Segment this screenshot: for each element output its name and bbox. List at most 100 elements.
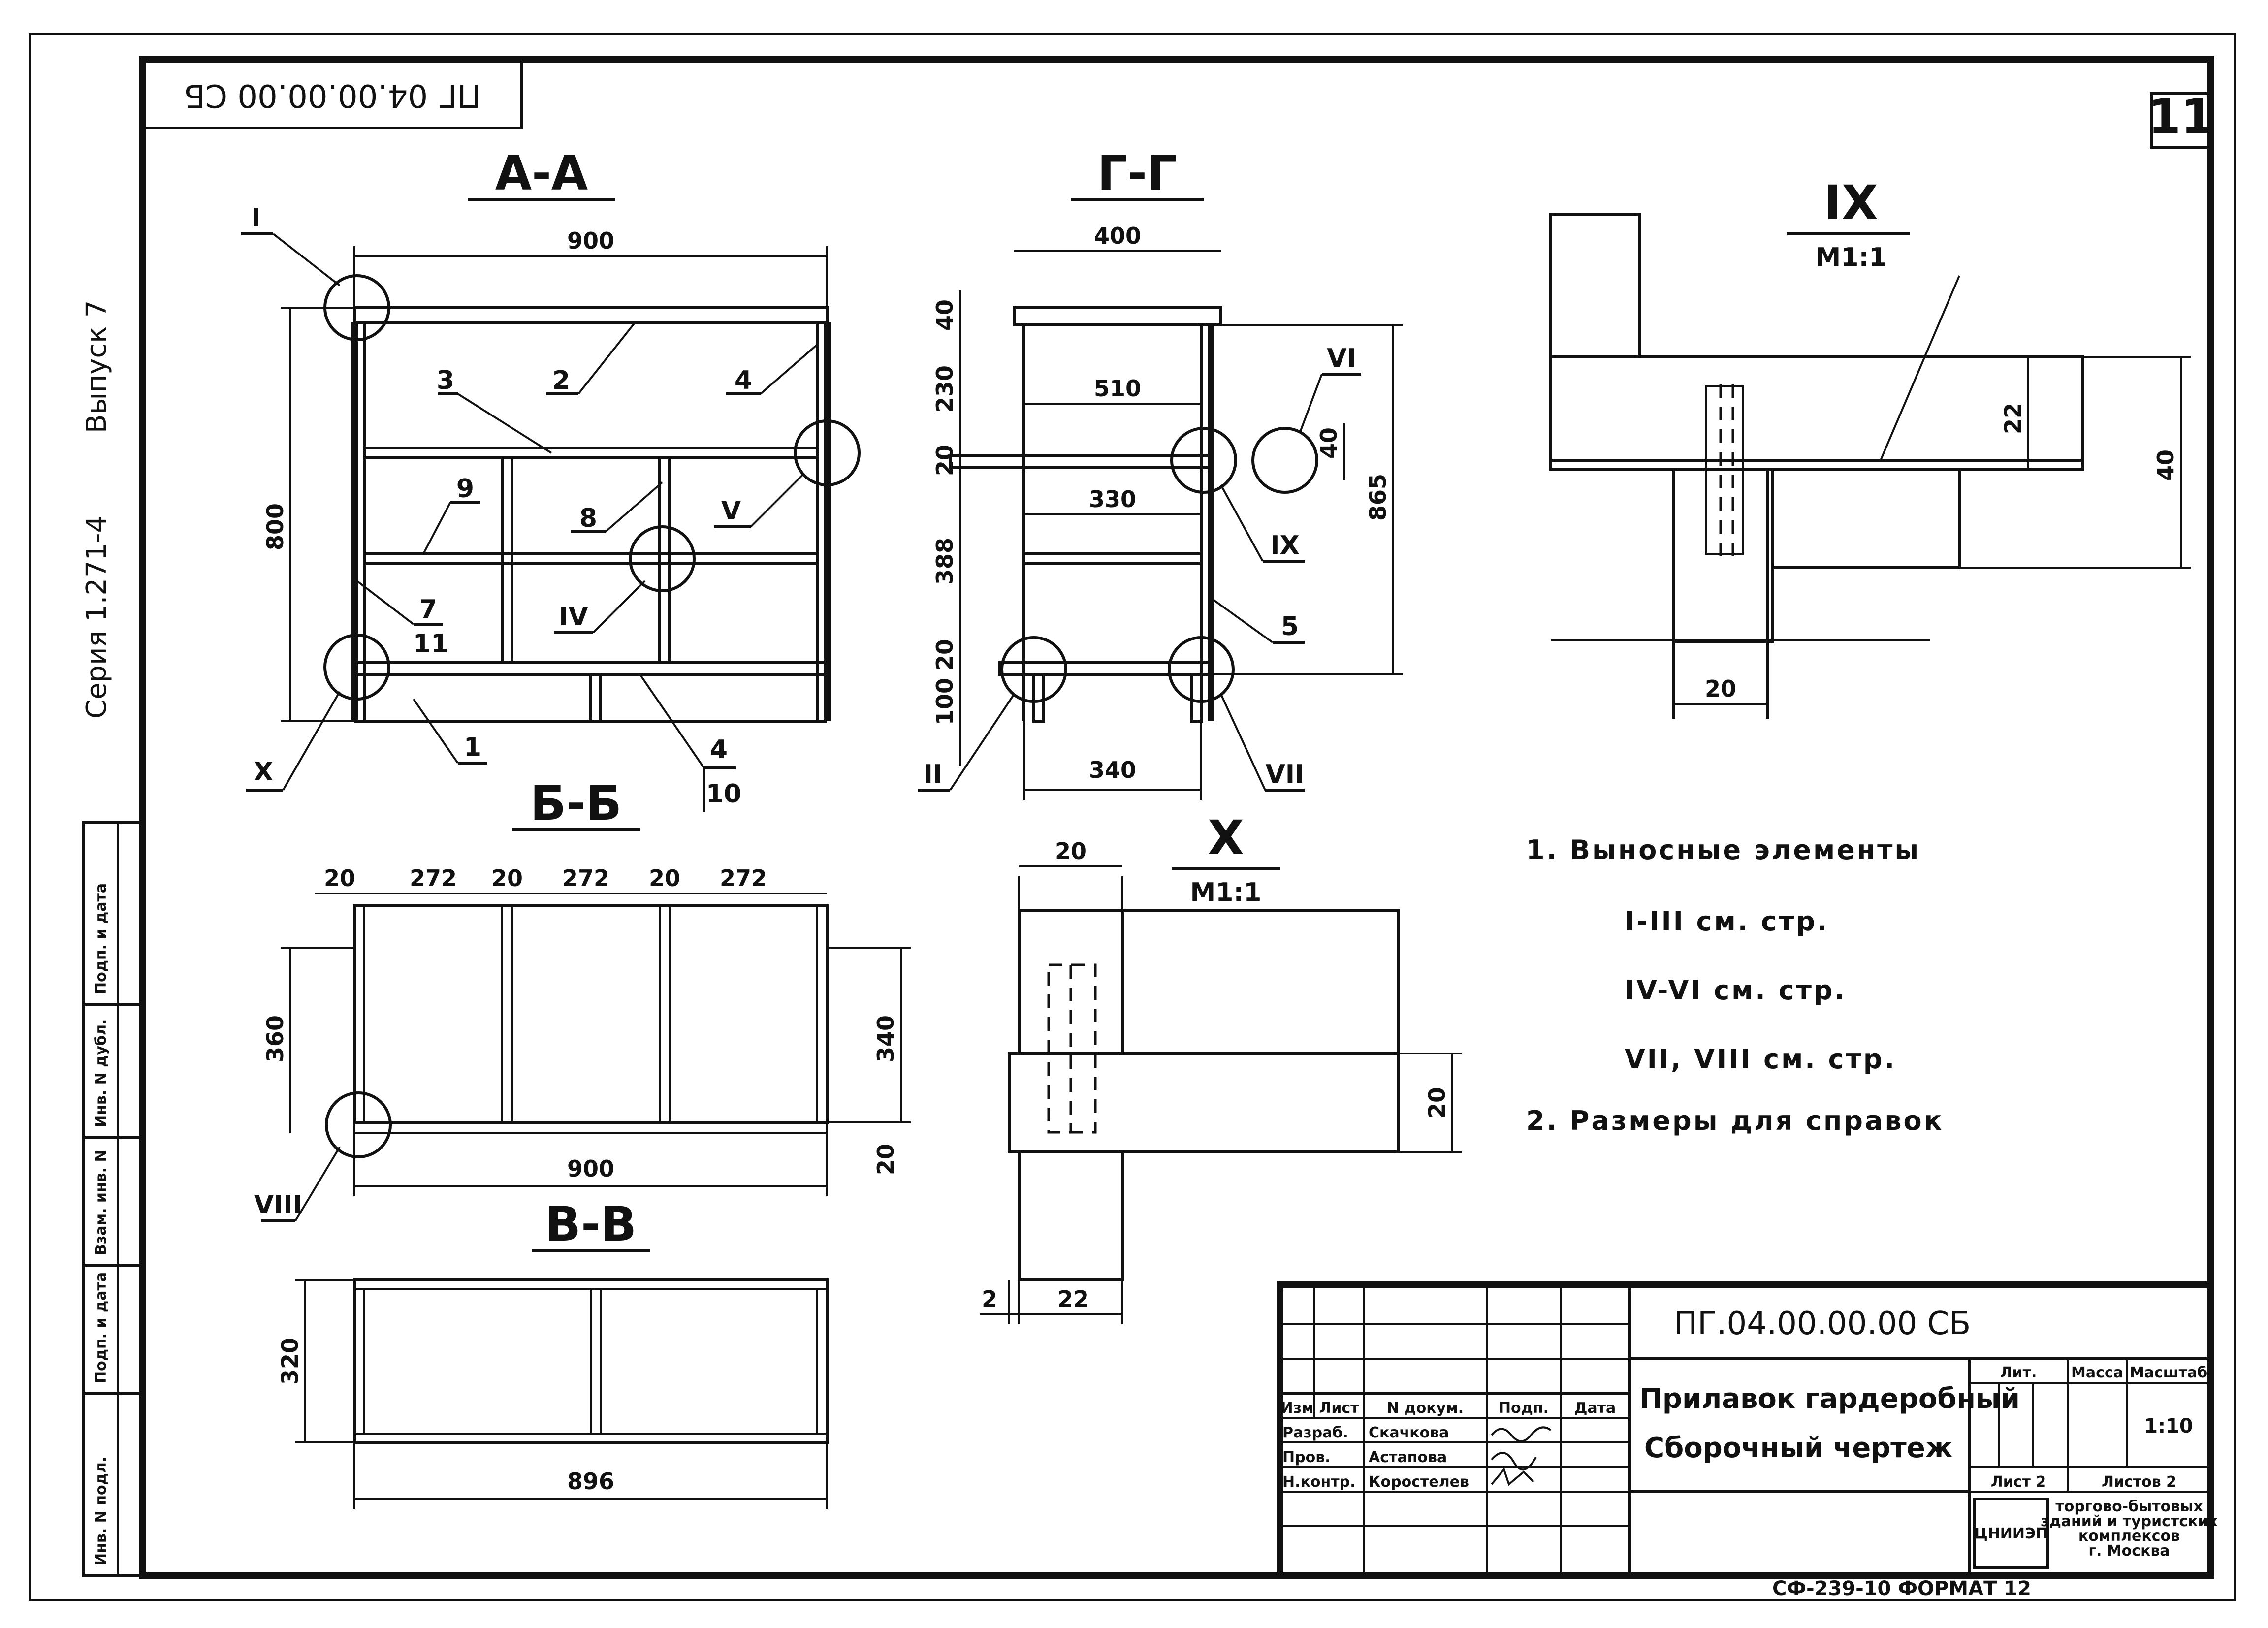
tb-scale-label: Масштаб xyxy=(2130,1364,2207,1381)
stamp-label-1: Инв. N подл. xyxy=(93,1457,110,1565)
tb-role-3: Н.контр. xyxy=(1282,1473,1355,1491)
gg-dim-20b: 20 xyxy=(931,639,958,670)
detail-ix-scale: М1:1 xyxy=(1816,243,1887,272)
bb-dim-900: 900 xyxy=(567,1155,614,1182)
detail-x-title: X xyxy=(1208,810,1244,865)
detail-ix: IX М1:1 22 40 20 xyxy=(1549,175,2191,719)
gg-ref-ix: IX xyxy=(1270,531,1299,560)
gg-dim-40: 40 xyxy=(931,299,958,331)
note-ref-3: VII, VIII см. стр. xyxy=(1625,1044,1896,1075)
tb-name-line1: Прилавок гардеробный xyxy=(1639,1383,2020,1415)
aa-ref-x: X xyxy=(254,757,273,787)
tb-role-2: Пров. xyxy=(1282,1449,1331,1466)
bb-dim-20b: 20 xyxy=(491,865,523,892)
note-ref-2: IV-VI см. стр. xyxy=(1625,975,1847,1006)
aa-ref-iv: IV xyxy=(559,602,588,632)
bb-dim-272c: 272 xyxy=(720,865,767,892)
tb-header-sign: Подп. xyxy=(1499,1400,1549,1417)
note-ref-1: I-III см. стр. xyxy=(1625,906,1829,937)
code-rotated: ПГ 04.00.00.00 СБ xyxy=(184,77,480,113)
stamp-label-4: Инв. N дубл. xyxy=(93,1019,110,1127)
sheet-number: 11 xyxy=(2148,89,2214,144)
gg-ref-ii: II xyxy=(924,760,943,789)
bb-dim-360: 360 xyxy=(262,1015,288,1062)
tb-lit-label: Лит. xyxy=(2000,1364,2037,1381)
aa-callout-6: 4 xyxy=(735,366,752,395)
x-dim-2: 2 xyxy=(982,1286,997,1312)
tb-header-izm: Изм xyxy=(1280,1400,1313,1417)
stamp-label-2: Подп. и дата xyxy=(93,1272,110,1383)
x-dim-22: 22 xyxy=(1057,1286,1089,1312)
gg-dim-865: 865 xyxy=(1365,474,1391,521)
bb-dim-20c: 20 xyxy=(649,865,680,892)
view-vv: В-В 320 896 xyxy=(277,1197,829,1509)
aa-callout-1: 1 xyxy=(464,733,481,762)
aa-ref-v: V xyxy=(721,496,741,526)
aa-callout-7: 7 xyxy=(419,595,437,624)
gg-dim-330: 330 xyxy=(1089,486,1136,512)
tb-org-line3: комплексов xyxy=(2078,1528,2180,1545)
tb-org-line1: торгово-бытовых xyxy=(2055,1498,2203,1515)
gg-dim-40b: 40 xyxy=(1315,427,1342,459)
view-gg-title: Г-Г xyxy=(1097,146,1177,201)
note-2: 2. Размеры для справок xyxy=(1526,1105,1944,1136)
tb-org-logo: ЦНИИЭП xyxy=(1974,1525,2048,1542)
aa-callout-10: 10 xyxy=(706,779,741,809)
tb-sheets-label: Листов 2 xyxy=(2102,1473,2176,1491)
vv-dim-320: 320 xyxy=(277,1338,303,1385)
ix-dim-20: 20 xyxy=(1705,675,1736,702)
gg-dim-20a: 20 xyxy=(931,445,958,476)
stamp-label-3: Взам. инв. N xyxy=(93,1149,110,1255)
view-vv-title: В-В xyxy=(545,1197,637,1252)
gg-callout-5: 5 xyxy=(1281,612,1299,641)
tb-org-line4: г. Москва xyxy=(2088,1542,2170,1560)
note-1: 1. Выносные элементы xyxy=(1526,834,1920,865)
aa-callout-3: 3 xyxy=(437,366,454,395)
tb-header-doc: N докум. xyxy=(1387,1400,1464,1417)
series-label: Серия 1.271-4 xyxy=(81,515,113,719)
detail-x-scale: М1:1 xyxy=(1190,878,1262,907)
aa-dim-width: 900 xyxy=(567,227,614,254)
view-bb: Б-Б 20 272 20 272 20 272 360 340 20 900 … xyxy=(254,776,911,1222)
detail-ix-title: IX xyxy=(1824,175,1878,230)
ix-dim-40: 40 xyxy=(2152,449,2179,481)
gg-ref-vii: VII xyxy=(1266,760,1305,789)
bb-dim-340: 340 xyxy=(872,1015,899,1062)
bb-dim-20a: 20 xyxy=(324,865,355,892)
vv-dim-896: 896 xyxy=(567,1468,614,1495)
gg-dim-388: 388 xyxy=(931,538,958,585)
aa-callout-4: 4 xyxy=(710,735,728,765)
sheet-frame xyxy=(29,33,2236,1601)
x-dim-20a: 20 xyxy=(1055,838,1086,864)
title-block: Изм Лист N докум. Подп. Дата Разраб. Ска… xyxy=(1277,1281,2218,1579)
side-stamp: Инв. N подл. Подп. и дата Взам. инв. N И… xyxy=(82,821,144,1577)
view-gg: Г-Г 400 40 230 20 388 20 100 510 330 340 xyxy=(918,146,1403,800)
tb-scale-value: 1:10 xyxy=(2144,1415,2193,1437)
aa-dim-height: 800 xyxy=(262,503,288,550)
tb-name-line2: Сборочный чертеж xyxy=(1644,1432,1952,1464)
gg-dim-340: 340 xyxy=(1089,757,1136,783)
bb-dim-20d: 20 xyxy=(872,1144,899,1175)
detail-x: X М1:1 20 20 2 22 xyxy=(980,810,1462,1324)
tb-name-2: Астапова xyxy=(1369,1449,1447,1466)
tb-org-line2: зданий и туристских xyxy=(2041,1513,2218,1530)
tb-doc-code: ПГ.04.00.00.00 СБ xyxy=(1674,1306,1971,1342)
ix-dim-22: 22 xyxy=(2000,403,2026,434)
signature-2 xyxy=(1491,1452,1537,1471)
gg-dim-100: 100 xyxy=(931,678,958,725)
issue-label: Выпуск 7 xyxy=(81,300,113,433)
tb-sheet-label: Лист 2 xyxy=(1991,1473,2046,1491)
gg-dim-230: 230 xyxy=(931,365,958,413)
aa-callout-8: 8 xyxy=(579,504,597,533)
bb-ref-viii: VIII xyxy=(254,1190,302,1220)
gg-ref-vi: VI xyxy=(1327,344,1356,373)
signature-1 xyxy=(1491,1426,1552,1442)
gg-dim-510: 510 xyxy=(1094,375,1141,402)
aa-callout-2: 2 xyxy=(552,366,570,395)
stamp-label-5: Подп. и дата xyxy=(93,883,110,994)
aa-ref-i: I xyxy=(251,203,260,233)
view-aa: А-А 900 800 I V xyxy=(241,146,861,812)
code-box-top: ПГ 04.00.00.00 СБ xyxy=(141,58,523,129)
tb-role-1: Разраб. xyxy=(1282,1424,1348,1441)
